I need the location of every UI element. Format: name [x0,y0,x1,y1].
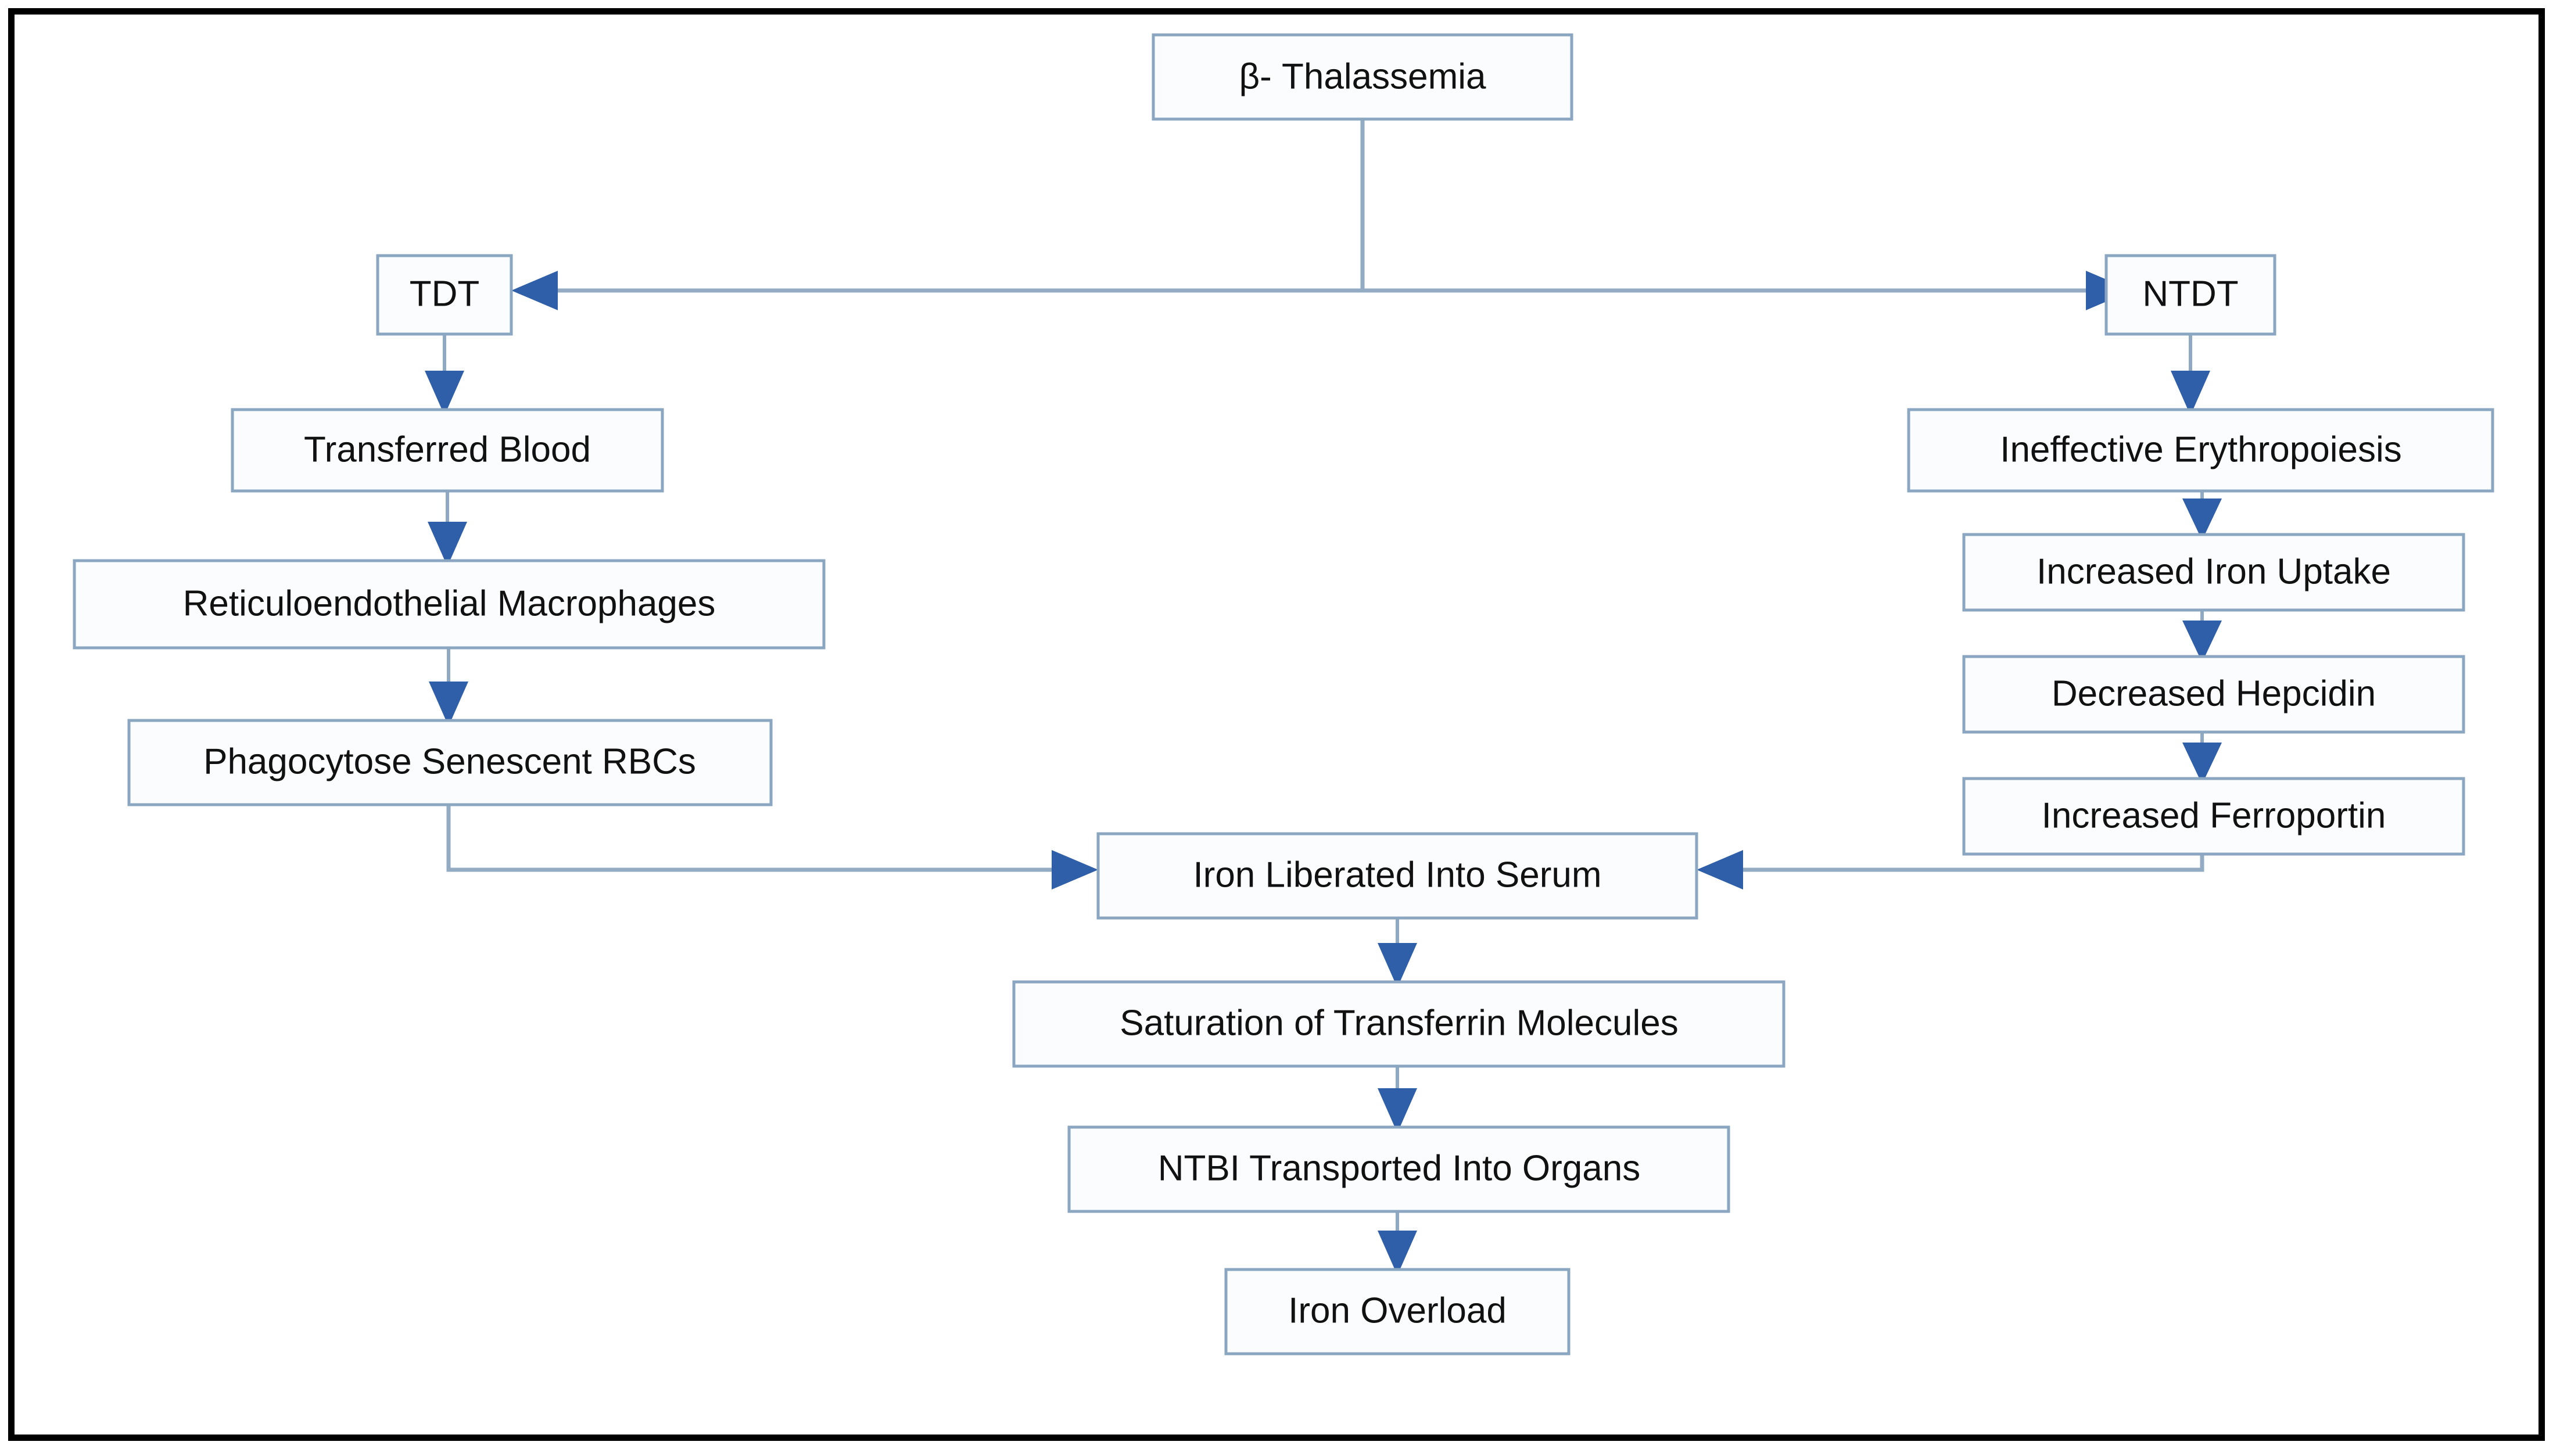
node-tdt[interactable]: TDT [376,254,513,336]
node-beta-thalassemia[interactable]: β- Thalassemia [1152,33,1573,121]
connector-ferroportin-to-serum [1723,854,2204,872]
node-label: Phagocytose Senescent RBCs [203,741,696,781]
arrowhead-to-reticulo [428,522,467,566]
node-label: Increased Ferroportin [2042,795,2386,835]
node-reticuloendothelial-macrophages[interactable]: Reticuloendothelial Macrophages [73,559,826,650]
node-increased-iron-uptake[interactable]: Increased Iron Uptake [1962,533,2465,612]
arrowhead-to-overload [1378,1231,1417,1275]
node-label: NTDT [2142,274,2238,314]
node-label: Iron Overload [1288,1290,1507,1331]
node-label: TDT [410,274,480,314]
node-ineffective-erythropoiesis[interactable]: Ineffective Erythropoiesis [1907,408,2494,493]
node-ntbi-transported-into-organs[interactable]: NTBI Transported Into Organs [1067,1125,1730,1213]
arrowhead-to-ferroportin [2182,743,2222,784]
node-label: Iron Liberated Into Serum [1193,855,1601,895]
node-phagocytose-senescent-rbcs[interactable]: Phagocytose Senescent RBCs [127,719,773,806]
node-transferred-blood[interactable]: Transferred Blood [231,408,664,493]
arrowhead-to-hepcidin [2182,621,2222,662]
node-label: Saturation of Transferrin Molecules [1120,1003,1678,1043]
arrowhead-serum-right [1697,850,1743,890]
node-increased-ferroportin[interactable]: Increased Ferroportin [1962,777,2465,856]
arrowhead-to-saturation [1378,943,1417,988]
node-ntdt[interactable]: NTDT [2104,254,2276,336]
node-label: Ineffective Erythropoiesis [2000,429,2402,469]
node-label: Decreased Hepcidin [2052,673,2376,713]
node-saturation-of-transferrin-molecules[interactable]: Saturation of Transferrin Molecules [1012,980,1785,1068]
arrowhead-to-transferred [425,371,464,415]
connector-phago-to-serum [446,805,1072,872]
node-label: β- Thalassemia [1239,56,1486,96]
node-decreased-hepcidin[interactable]: Decreased Hepcidin [1962,655,2465,734]
node-iron-liberated-into-serum[interactable]: Iron Liberated Into Serum [1096,832,1698,920]
arrowhead-to-ntbi [1378,1088,1417,1133]
node-label: Transferred Blood [304,429,591,469]
arrowhead-to-tdt [511,271,558,310]
node-iron-overload[interactable]: Iron Overload [1224,1268,1571,1355]
arrowhead-to-phago [429,682,468,726]
node-label: Increased Iron Uptake [2036,551,2391,591]
arrowhead-to-ironuptake [2182,499,2222,540]
node-label: NTBI Transported Into Organs [1158,1148,1641,1188]
arrowhead-to-ineffective [2171,371,2210,415]
arrowhead-serum-left [1052,850,1098,890]
node-label: Reticuloendothelial Macrophages [183,583,716,623]
